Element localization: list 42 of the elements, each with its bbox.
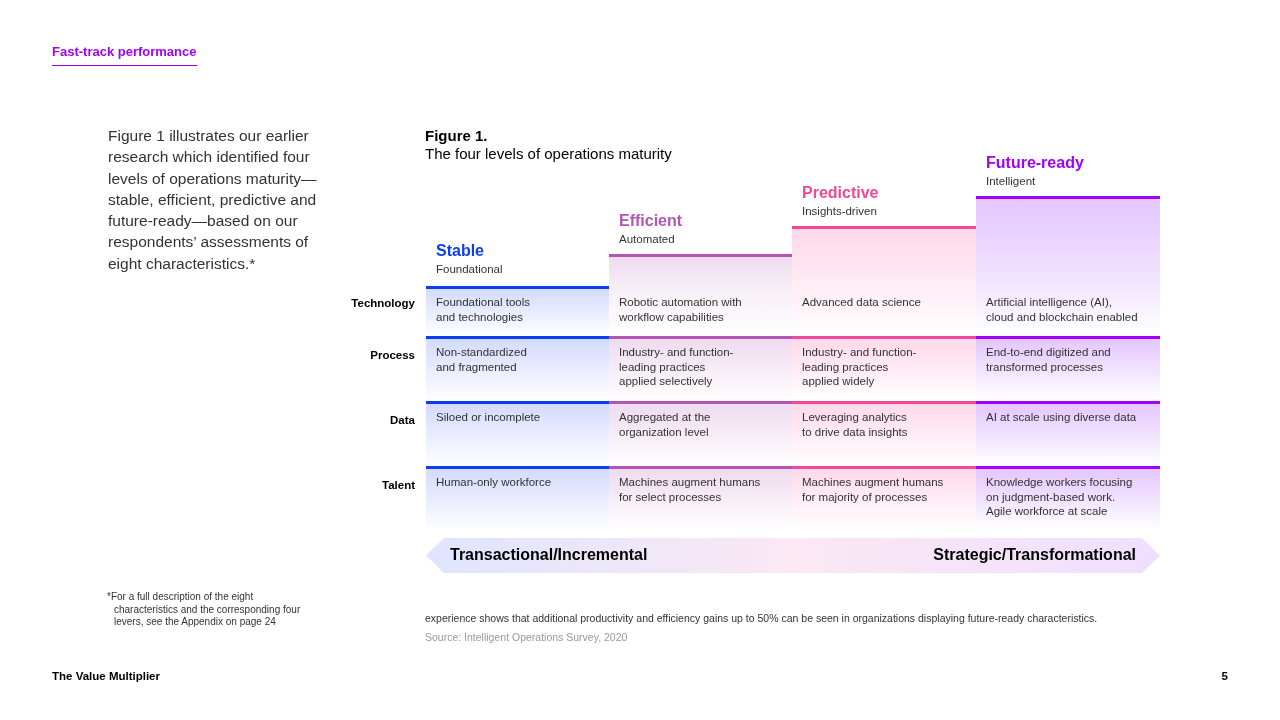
cell-text: Siloed or incomplete: [436, 410, 542, 425]
cell-text: End-to-end digitized and transformed processes: [986, 345, 1112, 375]
cell-text: Machines augment humans for select processes: [619, 475, 762, 505]
table-cell: [426, 286, 609, 336]
level-subtitle: Insights-driven: [802, 204, 877, 218]
cell-text: Robotic automation with workflow capabilities: [619, 295, 743, 325]
footer-title: The Value Multiplier: [52, 669, 160, 683]
level-subtitle: Intelligent: [986, 174, 1036, 188]
table-cell: [976, 466, 1160, 530]
level-subtitle: Foundational: [436, 262, 503, 276]
cell-text: Machines augment humans for majority of processes: [802, 475, 945, 505]
cell-text: Aggregated at the organization level: [619, 410, 712, 440]
intro-paragraph: Figure 1 illustrates our earlier research which identified four levels of operations maturity—stable, efficient, predictive and future-ready—based on our respondents’ assessments of eight characteristics.*: [108, 126, 318, 274]
level-subtitle: Automated: [619, 232, 675, 246]
cell-text: Foundational tools and technologies: [436, 295, 531, 325]
row-label: Technology: [351, 296, 415, 310]
cell-text: Industry- and function-leading practices applied selectively: [619, 345, 735, 389]
page-number: 5: [1221, 669, 1228, 683]
cell-text: Industry- and function-leading practices applied widely: [802, 345, 918, 389]
table-cell: [976, 401, 1160, 466]
cell-text: Non-standardized and fragmented: [436, 345, 528, 375]
level-title: Future-ready: [986, 154, 1084, 172]
level-title: Predictive: [802, 184, 879, 202]
level-title: Stable: [436, 242, 484, 260]
cell-text: Human-only workforce: [436, 475, 553, 490]
cell-text: Leveraging analytics to drive data insights: [802, 410, 909, 440]
row-label: Talent: [382, 478, 415, 492]
row-label: Process: [370, 348, 415, 362]
section-heading: Fast-track performance: [52, 44, 197, 66]
cell-text: AI at scale using diverse data: [986, 410, 1138, 425]
level-title: Efficient: [619, 212, 683, 230]
cell-text: Advanced data science: [802, 295, 922, 310]
cell-text: Artificial intelligence (AI), cloud and blockchain enabled: [986, 295, 1139, 325]
figure-subtitle: The four levels of operations maturity: [425, 145, 672, 163]
source-note: Source: Intelligent Operations Survey, 2020: [425, 631, 628, 644]
arrow-label: Transactional/Incremental: [450, 546, 648, 564]
arrow-label: Strategic/Transformational: [933, 546, 1136, 564]
figure-note: experience shows that additional productivity and efficiency gains up to 50% can be seen in organizations displaying future-ready characteristics.: [425, 612, 1098, 625]
cell-text: Knowledge workers focusing on judgment-based work. Agile workforce at scale: [986, 475, 1134, 519]
figure-title: Figure 1.: [425, 127, 488, 145]
row-label: Data: [390, 413, 415, 427]
footnote: *For a full description of the eight characteristics and the corresponding four levers, see the Appendix on page 24: [107, 591, 302, 629]
